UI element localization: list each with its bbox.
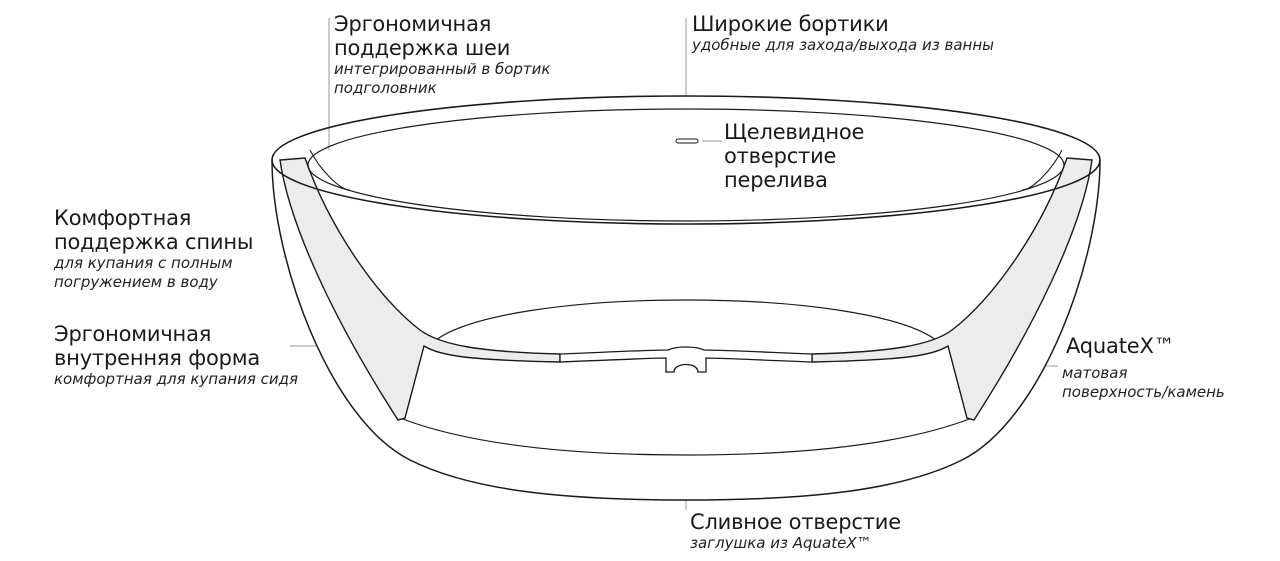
callout-back-sub-1: для купания с полным <box>54 254 253 273</box>
callout-material-sub-2: поверхность/камень <box>1062 383 1225 402</box>
overflow-slot <box>676 139 698 143</box>
callout-back-sub-2: погружением в воду <box>54 273 253 292</box>
callout-drain-sub: заглушка из AquateX™ <box>690 534 901 553</box>
callout-neck: Эргономичная поддержка шеи интегрированн… <box>334 12 550 98</box>
callout-rims-title: Широкие бортики <box>692 12 994 36</box>
callout-neck-sub-1: интегрированный в бортик <box>334 60 550 79</box>
callout-overflow-2: отверстие <box>724 144 864 168</box>
callout-material-sub-1: матовая <box>1062 364 1225 383</box>
callout-neck-sub-2: подголовник <box>334 79 550 98</box>
callout-back-title-1: Комфортная <box>54 206 253 230</box>
callout-material: AquateX™ матовая поверхность/камень <box>1062 334 1225 402</box>
callout-drain: Сливное отверстие заглушка из AquateX™ <box>690 510 901 553</box>
callout-inner-title-2: внутренняя форма <box>54 346 298 370</box>
callout-overflow-1: Щелевидное <box>724 120 864 144</box>
callout-back-title-2: поддержка спины <box>54 230 253 254</box>
callout-neck-title-1: Эргономичная <box>334 12 550 36</box>
callout-material-title: AquateX™ <box>1062 334 1225 358</box>
callout-neck-title-2: поддержка шеи <box>334 36 550 60</box>
callout-inner-title-1: Эргономичная <box>54 322 298 346</box>
callout-back: Комфортная поддержка спины для купания с… <box>54 206 253 292</box>
callout-rims: Широкие бортики удобные для захода/выход… <box>692 12 994 55</box>
callout-inner-sub: комфортная для купания сидя <box>54 370 298 389</box>
callout-overflow: Щелевидное отверстие перелива <box>724 120 864 192</box>
callout-overflow-3: перелива <box>724 168 864 192</box>
callout-rims-sub: удобные для захода/выхода из ванны <box>692 36 994 55</box>
callout-inner: Эргономичная внутренняя форма комфортная… <box>54 322 298 389</box>
callout-drain-title: Сливное отверстие <box>690 510 901 534</box>
